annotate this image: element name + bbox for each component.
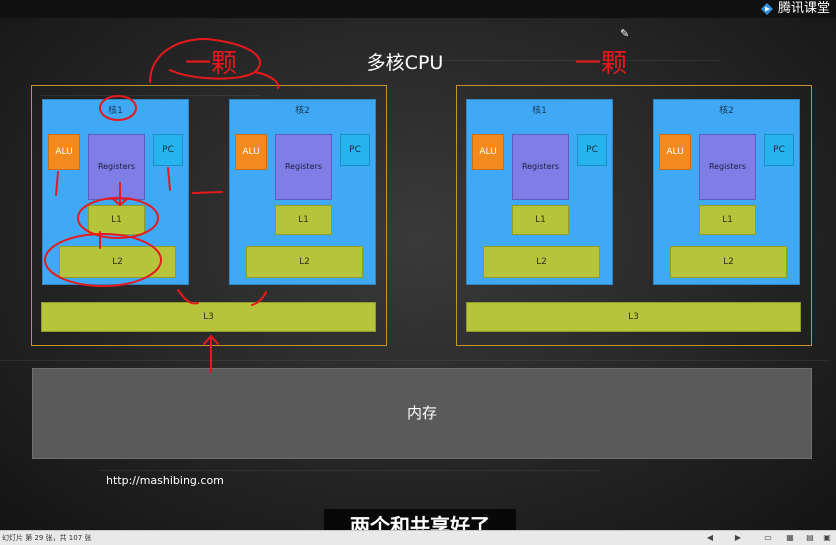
pc-block: PC — [153, 134, 183, 166]
core-2-2: 核2 ALU Registers PC L1 L2 — [653, 99, 800, 285]
slide: 腾讯课堂 ✎ 多核CPU 核1 ALU Registers PC L1 L2 核… — [0, 0, 836, 530]
background-streak — [0, 360, 830, 361]
pc-block: PC — [577, 134, 607, 166]
alu-block: ALU — [472, 134, 504, 170]
annotation-arrow-memory — [203, 334, 219, 373]
l1-cache: L1 — [512, 205, 569, 235]
background-streak — [40, 95, 260, 96]
annotation-text-right: 一颗 — [575, 49, 627, 79]
alu-block: ALU — [235, 134, 267, 170]
annotation-circle-l2 — [44, 233, 162, 287]
l2-cache: L2 — [483, 246, 600, 278]
pc-block: PC — [340, 134, 370, 166]
alu-block: ALU — [48, 134, 80, 170]
next-slide-icon[interactable]: ▶ — [734, 533, 742, 542]
normal-view-icon[interactable]: ▭ — [764, 533, 772, 542]
brand-name: 腾讯课堂 — [777, 1, 830, 16]
l1-cache: L1 — [699, 205, 756, 235]
annotation-stroke — [167, 167, 171, 191]
core-label: 核1 — [108, 106, 123, 116]
l2-cache: L2 — [59, 246, 176, 278]
l1-cache: L1 — [88, 205, 145, 235]
annotation-circle-l1 — [77, 197, 159, 239]
sorter-view-icon[interactable]: ▦ — [786, 533, 794, 542]
annotation-loop — [149, 38, 262, 83]
reading-view-icon[interactable]: ▤ — [806, 533, 814, 542]
pc-block: PC — [764, 134, 794, 166]
l3-cache: L3 — [41, 302, 376, 332]
top-bar: 腾讯课堂 — [0, 0, 836, 18]
l2-cache: L2 — [670, 246, 787, 278]
annotation-stroke — [251, 291, 267, 306]
annotation-arrow — [254, 71, 280, 89]
pen-annotations: 一颗 一颗 — [44, 38, 627, 373]
brand: 腾讯课堂 — [760, 0, 830, 18]
slide-counter: 幻灯片 第 29 张，共 107 张 — [2, 534, 92, 542]
cpu-package-2 — [456, 85, 812, 346]
registers-block: Registers — [512, 134, 569, 200]
core-1-1: 核1 ALU Registers PC L1 L2 — [42, 99, 189, 285]
annotation-stroke — [177, 289, 199, 305]
core-label: 核2 — [295, 106, 310, 116]
main-memory: 内存 — [32, 368, 812, 459]
registers-block: Registers — [88, 134, 145, 200]
background-streak — [100, 470, 600, 471]
annotation-text-left: 一颗 — [185, 49, 237, 79]
pen-cursor-icon: ✎ — [620, 27, 630, 40]
annotation-arrow — [111, 182, 129, 207]
footer-url[interactable]: http://mashibing.com — [106, 474, 224, 487]
background-streak — [420, 60, 720, 61]
l2-cache: L2 — [246, 246, 363, 278]
tencent-classroom-logo-icon — [760, 2, 773, 15]
annotation-stroke — [192, 191, 223, 194]
slideshow-view-icon[interactable]: ▣ — [823, 533, 831, 542]
slide-title: 多核CPU — [366, 52, 444, 74]
registers-block: Registers — [275, 134, 332, 200]
core-label: 核2 — [719, 106, 734, 116]
status-bar: 幻灯片 第 29 张，共 107 张 ◀ ▶ ▭ ▦ ▤ ▣ — [0, 530, 836, 545]
core-label: 核1 — [532, 106, 547, 116]
l3-cache: L3 — [466, 302, 801, 332]
registers-block: Registers — [699, 134, 756, 200]
core-2-1: 核1 ALU Registers PC L1 L2 — [466, 99, 613, 285]
l1-cache: L1 — [275, 205, 332, 235]
annotation-stroke — [55, 171, 59, 196]
annotation-circle-core — [99, 95, 137, 121]
alu-block: ALU — [659, 134, 691, 170]
prev-slide-icon[interactable]: ◀ — [706, 533, 714, 542]
core-1-2: 核2 ALU Registers PC L1 L2 — [229, 99, 376, 285]
cpu-package-1 — [31, 85, 387, 346]
